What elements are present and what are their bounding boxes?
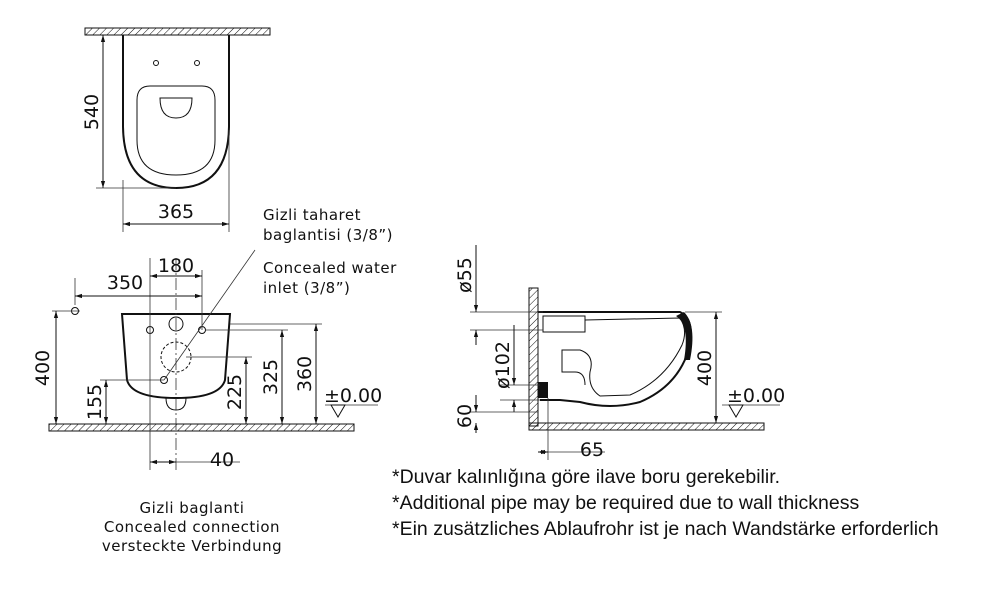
inlet-label-en-1: Concealed water bbox=[263, 259, 397, 277]
seat-hole bbox=[194, 60, 200, 66]
top-wall bbox=[84, 27, 271, 36]
notes: *Duvar kalınlığına göre ilave boru gerek… bbox=[392, 466, 939, 540]
note-en: *Additional pipe may be required due to … bbox=[392, 492, 859, 514]
top-bowl-outline bbox=[122, 35, 230, 190]
dim-60: 60 bbox=[454, 404, 476, 428]
top-view: 540 365 bbox=[81, 27, 271, 232]
connection-label-tr: Gizli baglanti bbox=[140, 499, 245, 517]
side-view: ø55 ø102 60 400 ±0.00 65 bbox=[454, 245, 785, 461]
side-level-zero: ±0.00 bbox=[727, 385, 785, 407]
front-floor bbox=[48, 423, 355, 432]
dim-40: 40 bbox=[210, 449, 234, 471]
side-outlet bbox=[538, 382, 548, 398]
dim-400: 400 bbox=[32, 350, 54, 386]
level-marker bbox=[330, 404, 346, 418]
inlet-label-en-2: inlet (3/8”) bbox=[263, 279, 350, 297]
side-wall bbox=[528, 287, 539, 427]
dim-225: 225 bbox=[224, 374, 246, 410]
front-hole-top bbox=[168, 316, 184, 332]
top-bowl-inner bbox=[136, 85, 216, 176]
dim-65: 65 bbox=[580, 439, 604, 461]
side-floor bbox=[528, 422, 765, 431]
dim-365: 365 bbox=[158, 201, 194, 223]
dim-540: 540 bbox=[81, 94, 103, 130]
side-rim bbox=[676, 312, 693, 360]
note-de: *Ein zusätzliches Ablaufrohr ist je nach… bbox=[392, 518, 939, 540]
dim-155: 155 bbox=[84, 384, 106, 420]
inlet-label-group: Gizli taharet baglantisi (3/8”) Conceale… bbox=[263, 206, 397, 297]
note-tr: *Duvar kalınlığına göre ilave boru gerek… bbox=[392, 466, 780, 488]
dim-diam-102: ø102 bbox=[492, 341, 514, 389]
dim-diam-55: ø55 bbox=[454, 257, 476, 293]
connection-label-en: Concealed connection bbox=[104, 518, 280, 536]
level-zero: ±0.00 bbox=[324, 385, 382, 407]
side-inlet-box bbox=[542, 315, 586, 333]
connection-label-de: versteckte Verbindung bbox=[102, 537, 282, 555]
level-marker bbox=[728, 404, 744, 418]
side-trap bbox=[561, 317, 686, 397]
inlet-label-tr-1: Gizli taharet bbox=[263, 206, 361, 224]
seat-hole bbox=[153, 60, 159, 66]
side-bowl-outline bbox=[538, 311, 692, 407]
leader-line bbox=[163, 249, 256, 381]
front-view: 350 180 400 155 225 325 360 ±0.00 40 bbox=[32, 249, 382, 471]
inlet-label-tr-2: baglantisi (3/8”) bbox=[263, 226, 393, 244]
top-bowl-opening bbox=[159, 97, 193, 119]
dim-360: 360 bbox=[294, 356, 316, 392]
dim-350: 350 bbox=[107, 272, 143, 294]
dim-325: 325 bbox=[260, 359, 282, 395]
dim-side-400: 400 bbox=[694, 350, 716, 386]
dim-180: 180 bbox=[158, 255, 194, 277]
connection-label-group: Gizli baglanti Concealed connection vers… bbox=[102, 499, 282, 555]
